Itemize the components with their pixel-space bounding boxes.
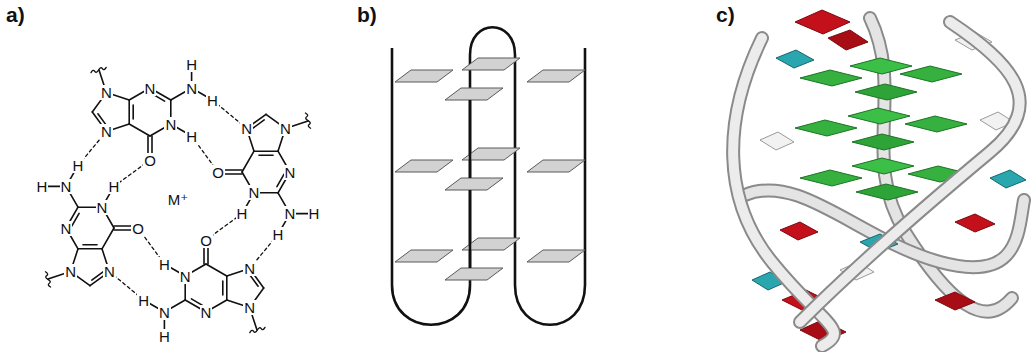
atom-label: H: [236, 206, 249, 221]
atom-label: N: [248, 185, 261, 200]
atom-label: O: [211, 165, 225, 180]
panel-label: c): [716, 3, 735, 27]
atom-label: N: [243, 300, 256, 315]
atom-label: H: [108, 179, 121, 194]
atom-label: N: [284, 165, 297, 180]
atom-label: O: [199, 233, 213, 248]
atom-label: N: [64, 264, 77, 279]
atom-label: H: [36, 179, 49, 194]
atom-label: N: [96, 200, 109, 215]
atom-label: H: [185, 129, 198, 144]
atom-label: H: [206, 93, 219, 108]
atom-label: H: [185, 57, 198, 72]
atom-label: H: [137, 293, 150, 308]
atom-label: N: [60, 179, 73, 194]
atom-label: N: [185, 81, 198, 96]
ion-label: M⁺: [167, 192, 189, 208]
atom-label: N: [279, 121, 292, 136]
atom-label: N: [284, 206, 297, 221]
atom-label: N: [103, 264, 116, 279]
atom-label: O: [143, 153, 157, 168]
atom-label: N: [158, 305, 171, 320]
panel-label: a): [6, 3, 25, 27]
atom-label: H: [272, 227, 285, 242]
atom-label: H: [72, 158, 85, 173]
atom-label: N: [164, 117, 177, 132]
atom-label: H: [308, 206, 321, 221]
panel-label: b): [357, 3, 377, 27]
atom-label: N: [200, 305, 213, 320]
atom-label: N: [144, 81, 157, 96]
atom-label: N: [243, 261, 256, 276]
atom-label: N: [100, 124, 113, 139]
atom-label: N: [100, 85, 113, 100]
atom-label: O: [131, 221, 145, 236]
atom-label: N: [240, 121, 253, 136]
atom-label: H: [158, 257, 171, 272]
atom-label: N: [60, 221, 73, 236]
atom-label: H: [158, 329, 171, 344]
atom-label: N: [179, 269, 192, 284]
